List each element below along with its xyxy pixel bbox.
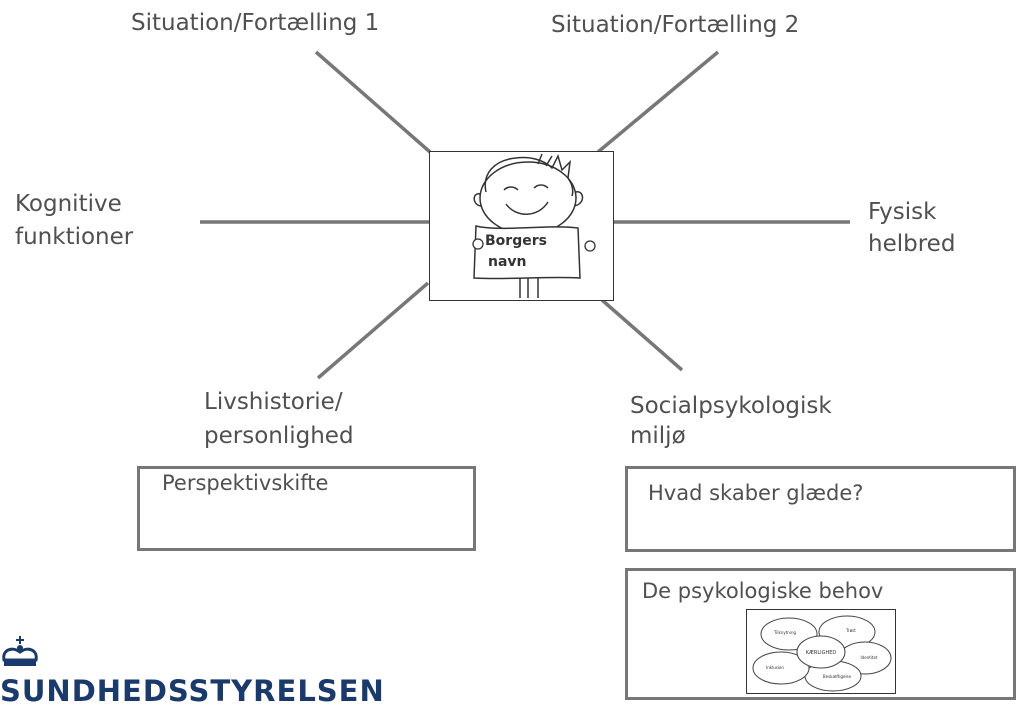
label-livshistorie-line1: Livshistorie/	[204, 389, 343, 415]
flower-diagram-icon: KÆRLIGHED Tilknytning Trøst Identitet Be…	[752, 615, 892, 692]
glaede-title: Hvad skaber glæde?	[648, 481, 864, 505]
flower-petal-4: Beskæftigelse	[823, 674, 852, 679]
cartoon-person-icon	[472, 153, 596, 298]
sign-text-line2: navn	[488, 254, 527, 270]
flower-petal-3: Identitet	[861, 655, 878, 660]
label-livshistorie-line2: personlighed	[204, 423, 354, 449]
perspektivskifte-title: Perspektivskifte	[162, 471, 329, 495]
label-social-line1: Socialpsykologisk	[630, 393, 832, 419]
flower-petal-1: Tilknytning	[773, 630, 797, 635]
label-fysisk-line2: helbred	[868, 231, 956, 257]
flower-petal-5: Inklusion	[766, 665, 784, 670]
psykologiske-behov-box: De psykologiske behov KÆRLIGHED Tilknytn…	[625, 568, 1016, 700]
line-situation1	[314, 50, 432, 154]
label-fysisk-line1: Fysisk	[868, 199, 937, 225]
line-social	[600, 298, 684, 372]
label-situation-1: Situation/Fortælling 1	[131, 10, 380, 36]
flower-center-text: KÆRLIGHED	[806, 650, 837, 656]
label-kognitive-line1: Kognitive	[15, 191, 122, 217]
flower-petal-2: Trøst	[845, 628, 856, 633]
glaede-box: Hvad skaber glæde?	[625, 466, 1016, 552]
crown-logo-icon	[2, 636, 38, 666]
label-situation-2: Situation/Fortælling 2	[551, 12, 800, 38]
label-kognitive-line2: funktioner	[15, 224, 134, 250]
citizen-illustration: Borgers navn	[429, 151, 614, 301]
psykologiske-behov-title: De psykologiske behov	[642, 579, 884, 603]
flower-diagram: KÆRLIGHED Tilknytning Trøst Identitet Be…	[746, 609, 896, 694]
line-livshistorie	[316, 281, 430, 380]
label-social-line2: miljø	[630, 423, 686, 449]
sign-text-line1: Borgers	[485, 233, 547, 249]
sundhedsstyrelsen-logo-text: SUNDHEDSSTYRELSEN	[0, 674, 385, 708]
line-situation2	[596, 50, 720, 154]
perspektivskifte-box: Perspektivskifte	[137, 466, 476, 551]
